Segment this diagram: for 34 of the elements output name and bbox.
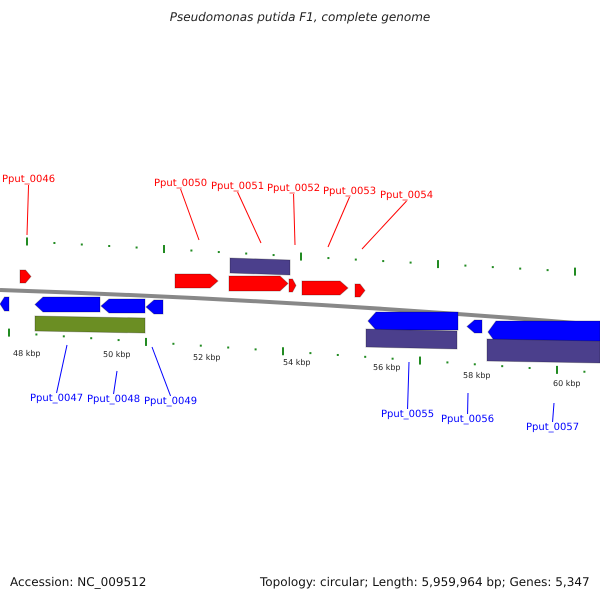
gene-label: Pput_0053 <box>323 186 376 197</box>
scale-label: 50 kbp <box>103 350 131 359</box>
leader-line <box>56 344 68 394</box>
accession-text: Accession: NC_009512 <box>10 575 146 589</box>
topology-text: Topology: circular; Length: 5,959,964 bp; Genes: 5,347 <box>260 575 590 589</box>
gene-label: Pput_0052 <box>267 183 320 194</box>
gene-label: Pput_0051 <box>211 181 264 192</box>
gene-label: Pput_0046 <box>2 174 56 185</box>
gene-label: Pput_0050 <box>154 178 208 189</box>
gene-label: Pput_0056 <box>441 414 494 425</box>
scale-label: 60 kbp <box>553 379 581 388</box>
leader-line <box>407 362 410 410</box>
title: Pseudomonas putida F1, complete genome <box>168 10 432 24</box>
leader-line <box>362 200 408 250</box>
gene-label: Pput_0057 <box>526 422 580 433</box>
leader-line <box>152 346 172 396</box>
scale-label: 48 kbp <box>13 349 41 358</box>
gene-label: Pput_0049 <box>144 396 198 407</box>
leader-line <box>26 184 30 236</box>
leader-line <box>293 194 296 246</box>
scale-label: 52 kbp <box>193 353 221 362</box>
scale-label: 58 kbp <box>463 371 491 380</box>
leader-line <box>552 402 554 422</box>
leader-line <box>180 188 200 240</box>
gene-label: Pput_0048 <box>87 394 140 405</box>
scale-label: 54 kbp <box>283 358 311 367</box>
gene-label: Pput_0047 <box>30 393 84 404</box>
scale-label: 56 kbp <box>373 363 401 372</box>
leader-line <box>328 196 350 248</box>
leader-line <box>237 192 262 244</box>
leader-line <box>113 370 118 394</box>
leader-line <box>467 392 468 414</box>
gene-label: Pput_0055 <box>381 409 434 420</box>
gene-label: Pput_0054 <box>380 190 434 201</box>
